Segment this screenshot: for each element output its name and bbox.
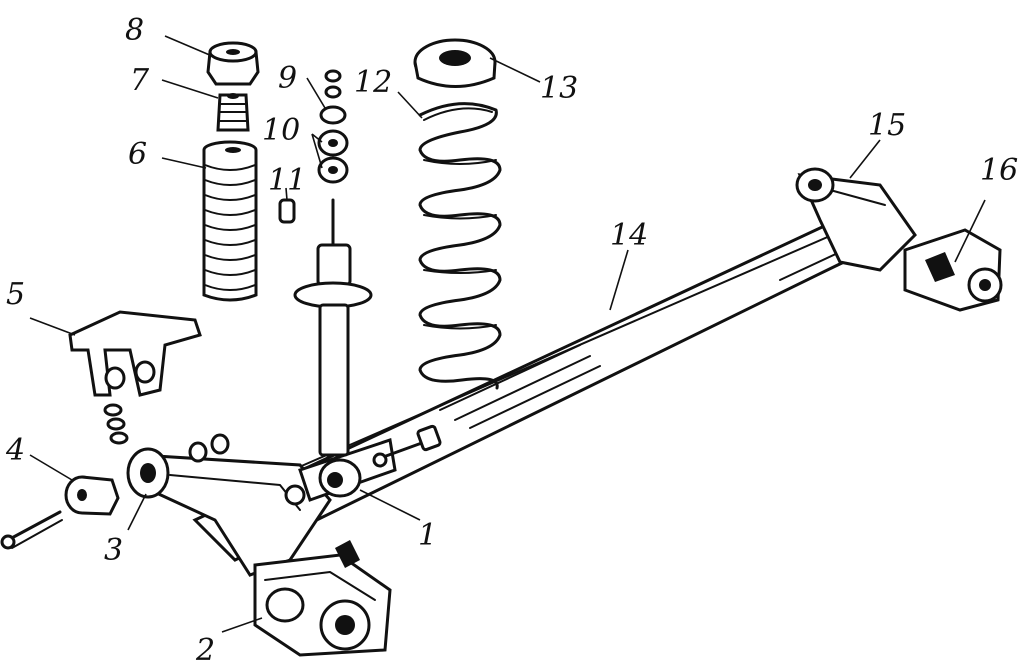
coil-spring: [418, 102, 502, 390]
shock-washers: [317, 69, 349, 184]
callout-10: 10: [262, 113, 300, 148]
small-washers: [103, 403, 306, 506]
shock-lower-bolt: [372, 424, 442, 468]
front-bushing-left: [126, 447, 170, 499]
protective-boot: [202, 140, 258, 302]
callout-3: 3: [104, 533, 123, 568]
callout-15: 15: [868, 108, 906, 143]
bump-stop: [216, 93, 250, 132]
callout-4: 4: [5, 433, 25, 468]
front-bushing-right: [795, 167, 835, 203]
callout-14: 14: [610, 218, 648, 253]
callout-5: 5: [6, 277, 25, 312]
wheel-flange-left: [253, 540, 392, 657]
upper-cushion: [206, 41, 260, 86]
callout-7: 7: [130, 63, 150, 98]
axle-beam: [137, 173, 917, 577]
callout-12: 12: [354, 65, 392, 100]
leader-lines: [29, 35, 986, 633]
spring-upper-insulator: [413, 38, 497, 88]
callout-9: 9: [278, 61, 297, 96]
callout-6: 6: [128, 137, 147, 172]
callout-2: 2: [195, 633, 215, 664]
callout-labels: 1 2 3 4 5 6 7 8 9 10 11 12 13 14 15 16: [5, 13, 1018, 664]
bushing-sleeve: [64, 475, 120, 516]
wheel-flange-right: [903, 228, 1003, 312]
callout-8: 8: [125, 13, 144, 48]
shock-absorber: [293, 198, 373, 498]
callout-13: 13: [540, 71, 578, 106]
callout-1: 1: [418, 518, 437, 553]
body-bracket: [68, 310, 202, 397]
pivot-bolt: [0, 510, 63, 550]
callout-11: 11: [268, 163, 306, 198]
callout-16: 16: [980, 153, 1018, 188]
spacer-sleeve: [278, 198, 296, 224]
